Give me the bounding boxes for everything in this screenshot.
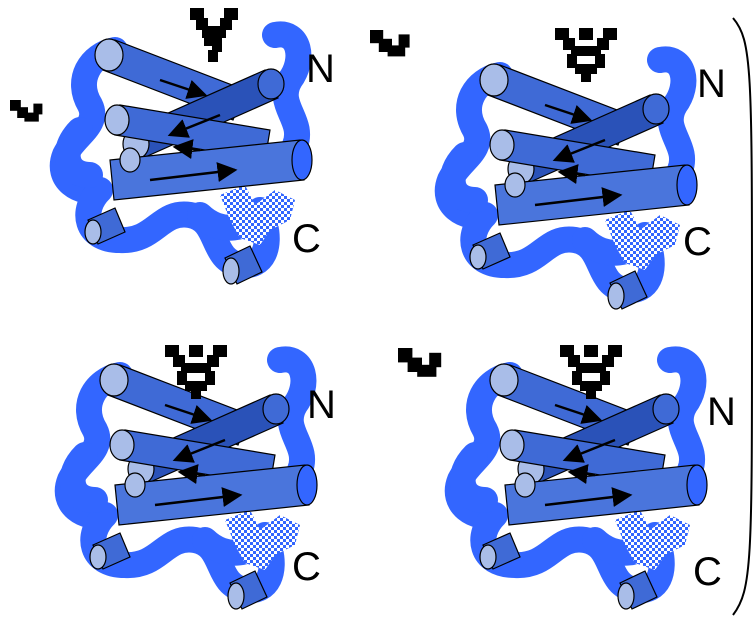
glycan-icon — [190, 8, 238, 62]
protein-ribbon-icon — [458, 359, 707, 609]
n-terminus-label: N — [307, 383, 336, 427]
glycan-icon — [10, 100, 43, 122]
n-terminus-label: N — [707, 390, 736, 434]
c-terminus-label: C — [292, 217, 321, 261]
n-terminus-label: N — [697, 62, 726, 106]
protein-ribbon-icon — [448, 59, 697, 309]
bracket-icon — [732, 17, 753, 616]
protein-panel-3: N C — [68, 345, 336, 609]
glycan-icon — [398, 348, 442, 377]
n-terminus-label: N — [306, 47, 335, 91]
glycan-icon — [555, 28, 617, 82]
glycan-icon — [370, 30, 410, 57]
protein-ribbon-icon — [63, 34, 312, 284]
c-terminus-label: C — [292, 545, 321, 589]
c-terminus-label: C — [683, 220, 712, 264]
protein-panel-2: N C — [370, 28, 726, 309]
protein-panel-1: N C — [10, 8, 335, 284]
c-terminus-label: C — [693, 550, 722, 594]
protein-panel-4: N C — [398, 345, 736, 609]
